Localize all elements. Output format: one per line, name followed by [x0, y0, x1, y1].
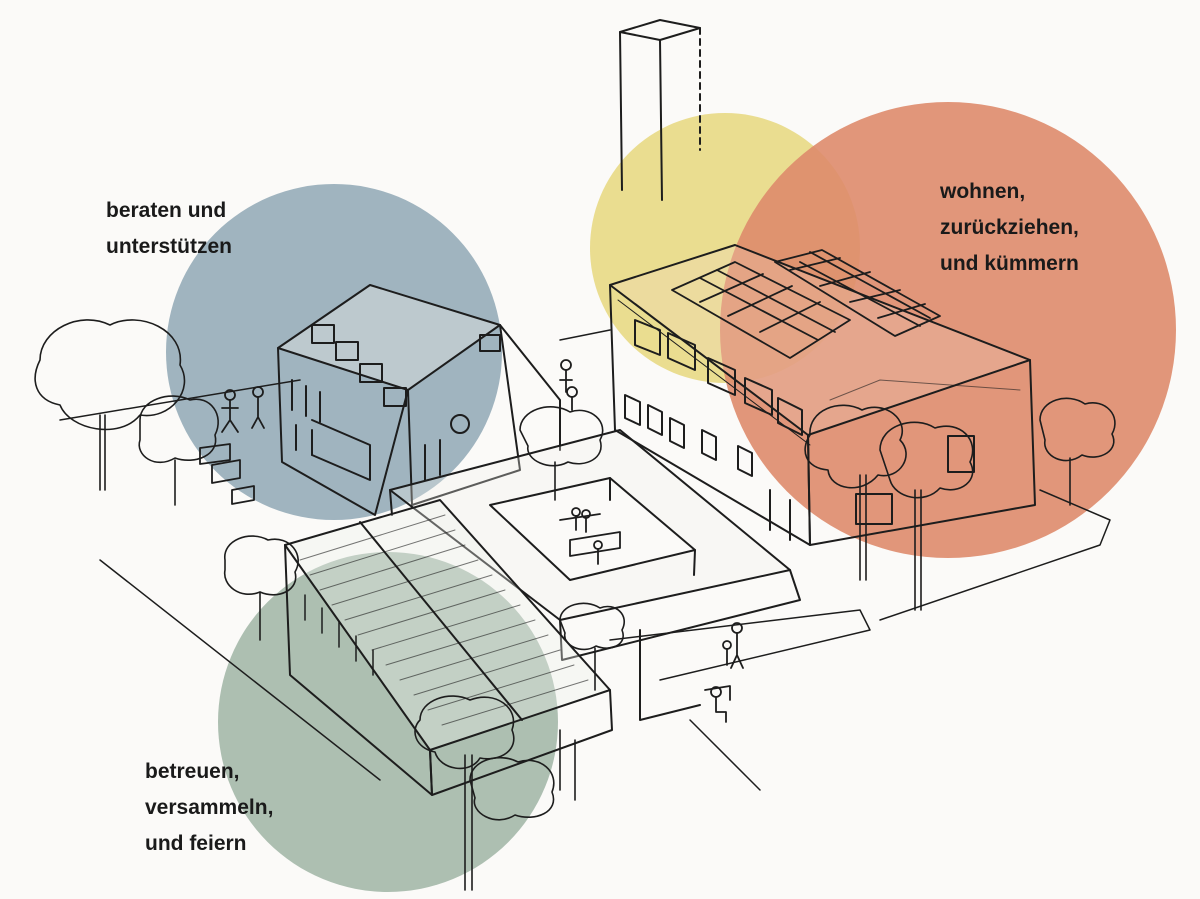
- solar-panels: [671, 249, 941, 359]
- building-bottom-left: [284, 499, 613, 796]
- furniture: [199, 443, 731, 701]
- zone-label-community-line-1: betreuen,: [145, 760, 240, 783]
- people: [221, 359, 744, 723]
- zone-circle-advice: [166, 184, 502, 520]
- zone-label-living-line-2: zurückziehen,: [940, 216, 1079, 239]
- tower-outline: [619, 19, 701, 201]
- building-right: [609, 244, 1036, 546]
- trees: [34, 319, 1116, 891]
- zone-label-living: wohnen, zurückziehen, und kümmern: [940, 174, 1079, 282]
- zone-label-living-line-3: und kümmern: [940, 252, 1079, 275]
- house-left: [277, 284, 561, 516]
- zone-circle-community: [218, 552, 558, 892]
- zone-label-living-line-1: wohnen,: [940, 180, 1026, 203]
- zone-circle-living: [720, 102, 1176, 558]
- zone-label-community-line-3: und feiern: [145, 832, 247, 855]
- zone-label-advice: beraten und unterstützen: [106, 193, 232, 265]
- zone-label-community: betreuen, versammeln, und feiern: [145, 754, 273, 862]
- zone-label-advice-line-2: unterstützen: [106, 235, 232, 258]
- zone-label-advice-line-1: beraten und: [106, 199, 227, 222]
- zone-label-community-line-2: versammeln,: [145, 796, 274, 819]
- courtyard-building: [389, 429, 801, 721]
